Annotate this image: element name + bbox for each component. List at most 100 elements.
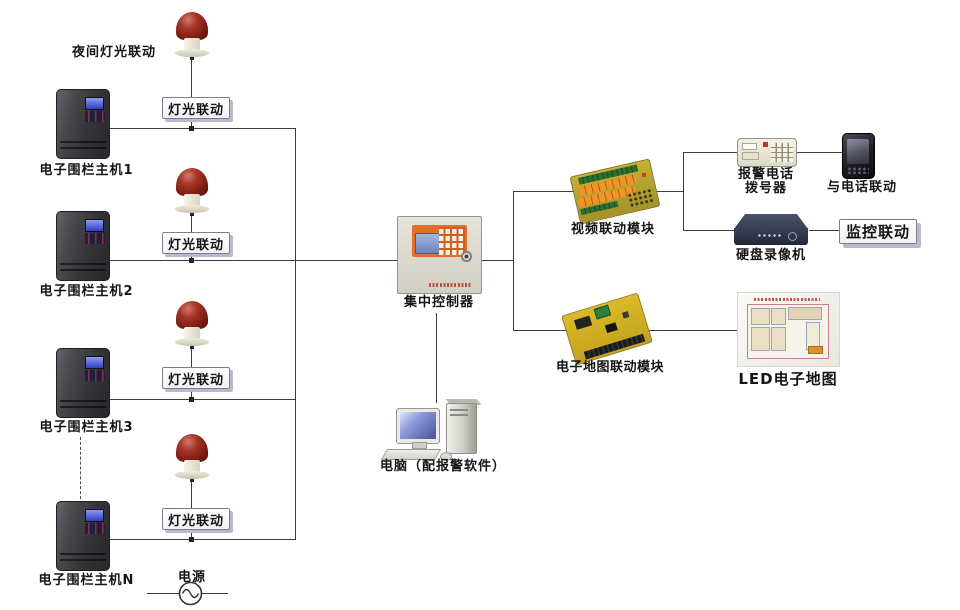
dialer-alarm-button: [763, 142, 768, 147]
power-label: 电源: [177, 570, 206, 585]
controller-nameplate: [429, 283, 471, 287]
host-lcd: [85, 219, 104, 232]
pc-screen: [400, 412, 436, 439]
junction-dot: [190, 478, 194, 482]
computer: [380, 399, 496, 461]
light-linkage-label: 灯光联动: [168, 102, 225, 118]
night-light-label: 夜间灯光联动: [72, 45, 157, 60]
beacon-dome: [176, 12, 208, 40]
controller-label: 集中控制器: [403, 295, 474, 310]
fence-host-2: [56, 211, 110, 281]
connector-line: [513, 191, 574, 192]
beacon-disc: [175, 205, 209, 213]
alarm-beacon-4: [172, 434, 212, 480]
beacon-dome: [176, 301, 208, 329]
computer-label: 电脑（配报警软件）: [379, 459, 506, 474]
beacon-base: [184, 327, 200, 340]
controller-keys: [439, 227, 465, 255]
junction-dot: [189, 126, 194, 131]
dvr-power-ring: [788, 232, 797, 241]
mobile-phone: [842, 133, 875, 179]
monitor-linkage-label: 监控联动: [845, 223, 910, 241]
beacon-base: [184, 460, 200, 473]
connector-line: [809, 230, 839, 231]
junction-dot: [190, 345, 194, 349]
map-room: [751, 308, 770, 325]
map-room: [788, 307, 822, 320]
host-groove: [60, 406, 106, 408]
light-linkage-box-1: 灯光联动: [162, 97, 231, 119]
phone-screen: [847, 139, 869, 164]
host-groove: [60, 553, 106, 555]
connector-line: [649, 330, 737, 331]
beacon-base: [184, 38, 200, 51]
beacon-dome: [176, 434, 208, 462]
pc-monitor: [396, 408, 440, 444]
host-lcd: [85, 509, 104, 522]
light-linkage-label: 灯光联动: [168, 237, 225, 253]
host-groove: [60, 400, 106, 402]
map-frame: [747, 304, 829, 359]
connector-line: [683, 152, 737, 153]
map-room: [771, 308, 786, 325]
central-controller: [397, 216, 482, 294]
host-label-3: 电子围栏主机3: [39, 420, 134, 435]
host-groove: [60, 263, 106, 265]
connector-line: [191, 347, 192, 367]
junction-dot: [189, 258, 194, 263]
host-lcd: [85, 356, 104, 369]
connector-line: [107, 128, 296, 129]
pcb-terminal: [593, 304, 612, 320]
connector-line: [191, 58, 192, 97]
dvr-buttons: [757, 233, 783, 238]
controller-lcd: [415, 233, 441, 254]
controller-keypad-panel: [412, 225, 467, 257]
host-buttons: [85, 370, 105, 381]
beacon-base: [184, 194, 200, 207]
host-buttons: [85, 233, 105, 244]
dialer-slot: [742, 152, 759, 160]
host-label-2: 电子围栏主机2: [39, 284, 134, 299]
host-label-1: 电子围栏主机1: [39, 163, 134, 178]
pcb-component: [574, 315, 593, 330]
map-title-text: [754, 298, 820, 301]
connector-line: [650, 191, 683, 192]
map-room: [771, 327, 786, 351]
fence-host-3: [56, 348, 110, 418]
junction-dot: [190, 56, 194, 60]
connector-line: [436, 313, 437, 403]
pc-tower: [446, 403, 477, 454]
dashed-continuation-line: [80, 437, 81, 499]
dvr-top: [734, 214, 808, 229]
map-linkage-module: [561, 292, 653, 366]
alarm-beacon-3: [172, 301, 212, 347]
controller-knob: [461, 251, 472, 262]
dvr-label: 硬盘录像机: [735, 248, 806, 263]
fence-host-1: [56, 89, 110, 159]
phone-keys: [847, 167, 869, 174]
connector-line: [191, 387, 192, 400]
ac-power-icon: [178, 581, 203, 606]
branch-line: [513, 191, 514, 330]
led-map-label: LED电子地图: [738, 370, 838, 388]
host-groove: [60, 559, 106, 561]
dialer-label-line1: 报警电话: [737, 167, 794, 182]
connector-line: [107, 260, 397, 261]
pc-mouse: [440, 452, 452, 461]
connector-line: [480, 260, 513, 261]
pc-slot: [450, 409, 468, 411]
light-linkage-box-3: 灯光联动: [162, 367, 231, 389]
map-module-label: 电子地图联动模块: [555, 360, 664, 375]
connector-line: [107, 399, 296, 400]
beacon-disc: [175, 338, 209, 346]
hard-disk-recorder: [734, 214, 808, 246]
beacon-disc: [175, 471, 209, 479]
dialer-label-line2: 拨号器: [744, 181, 787, 196]
light-linkage-box-2: 灯光联动: [162, 232, 231, 254]
pc-stand: [412, 442, 427, 449]
host-lcd: [85, 97, 104, 110]
junction-dot: [189, 537, 194, 542]
light-linkage-box-4: 灯光联动: [162, 508, 231, 530]
host-buttons: [85, 523, 105, 534]
monitor-linkage-box: 监控联动: [839, 219, 917, 244]
